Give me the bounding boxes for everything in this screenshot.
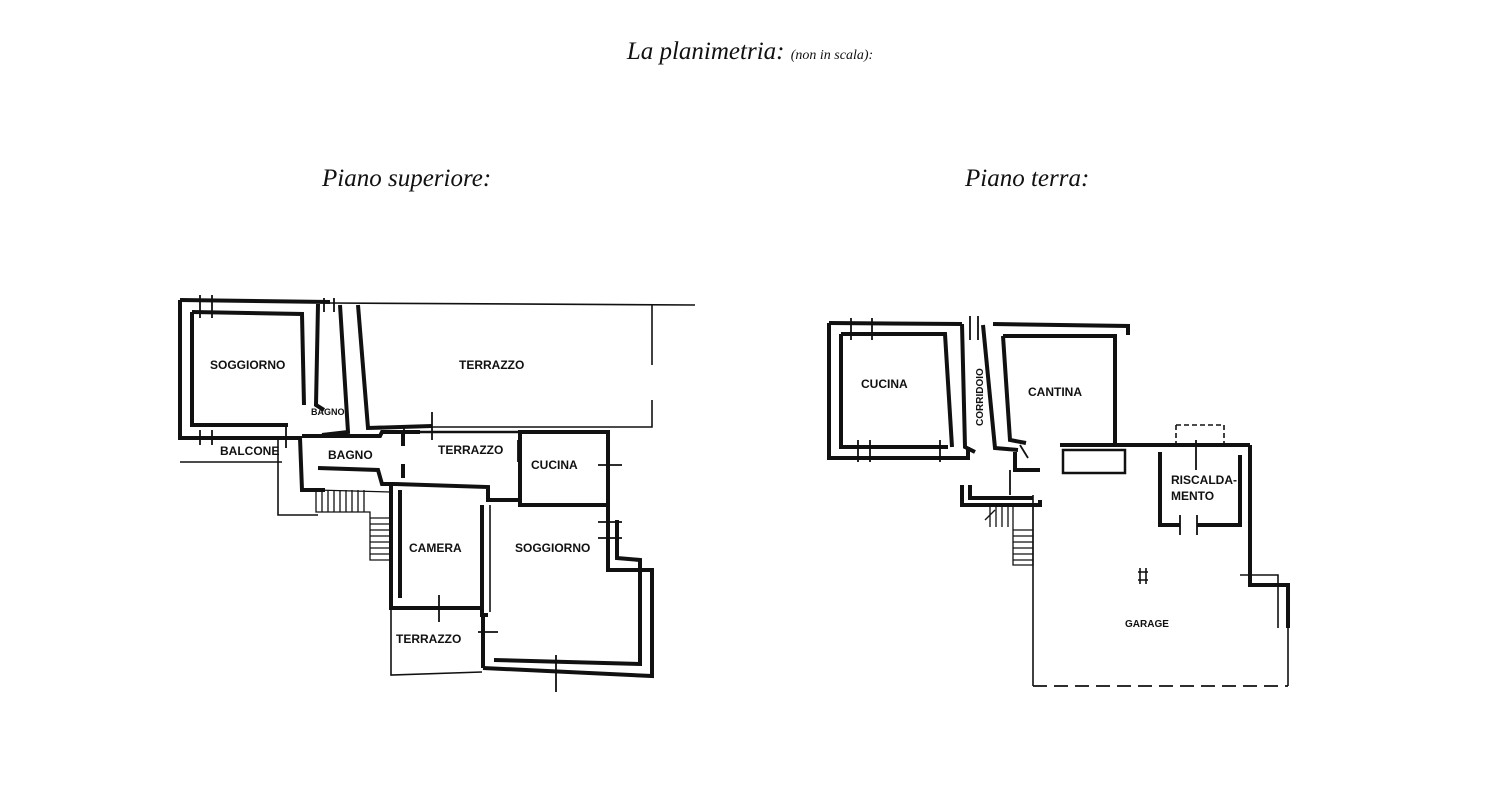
riscaldamento-right — [1197, 455, 1242, 527]
ground-floor-plan: CUCINA CORRIDOIO CANTINA RISCALDA- MENTO… — [827, 316, 1290, 687]
bagno-bottom-wall — [317, 466, 395, 486]
soggiorno-right-inner — [493, 520, 642, 667]
cucina-top-wall — [828, 321, 963, 326]
soggiorno-inner-wall — [190, 312, 288, 427]
title-main: La planimetria: — [626, 38, 785, 65]
ground-top-wall — [992, 322, 1130, 335]
cucina-inner-left — [839, 334, 948, 449]
ground-floor-title: Piano terra: — [965, 165, 1090, 192]
room-label-bagno-small: BAGNO — [311, 407, 345, 417]
terrace-top-line — [329, 302, 696, 306]
upper-stairs — [315, 489, 391, 561]
room-label-terrazzo-mid: TERRAZZO — [438, 443, 503, 457]
soggiorno-right-wall — [191, 310, 306, 406]
room-label-cucina-ground: CUCINA — [861, 377, 908, 391]
cucina-inner-wall — [841, 332, 954, 448]
cantina-left — [1001, 335, 1027, 445]
garage-unit — [1061, 448, 1127, 475]
corridoio-left — [960, 323, 976, 454]
bagno-small-left — [313, 303, 326, 412]
terrace-bottom-line — [432, 400, 653, 428]
room-label-garage: GARAGE — [1125, 619, 1169, 630]
room-label-balcone: BALCONE — [220, 444, 279, 458]
balcone-side — [277, 438, 318, 516]
room-label-terrazzo-bottom: TERRAZZO — [396, 632, 461, 646]
upper-floor-plan: SOGGIORNO BAGNO TERRAZZO BALCONE BAGNO T… — [178, 295, 696, 692]
page-title: La planimetria: (non in scala): — [0, 38, 1500, 66]
upper-top-wall — [179, 298, 331, 304]
corridoio-right — [981, 324, 1019, 452]
ground-openings — [850, 316, 1198, 535]
corridoio-exit — [1013, 452, 1040, 472]
camera-top-wall — [394, 482, 518, 502]
room-label-soggiorno: SOGGIORNO — [210, 358, 285, 372]
garage-pillar — [1138, 568, 1148, 584]
room-label-bagno: BAGNO — [328, 448, 373, 462]
chimney-dashed — [1176, 424, 1225, 445]
terrazzo-bottom-lines — [390, 608, 483, 676]
room-label-riscaldamento-2: MENTO — [1171, 489, 1214, 503]
terrace-left-wall — [356, 304, 433, 431]
room-label-camera: CAMERA — [409, 541, 462, 555]
soggiorno-left-wall — [178, 300, 295, 440]
room-label-corridoio: CORRIDOIO — [975, 368, 986, 426]
soggiorno-right-walls — [482, 505, 654, 679]
upper-floor-title: Piano superiore: — [322, 165, 492, 192]
cucina-outer-wall — [827, 323, 970, 460]
camera-right-wall — [480, 505, 488, 617]
room-label-cucina: CUCINA — [531, 458, 578, 472]
riscaldamento-left — [1158, 452, 1180, 527]
upper-openings — [199, 295, 622, 692]
cantina-walls — [1003, 334, 1117, 445]
ground-stairs — [960, 485, 1042, 566]
room-label-riscaldamento-1: RISCALDA- — [1171, 473, 1237, 487]
garage-right-inner — [1240, 574, 1279, 628]
title-subtitle: (non in scala): — [790, 48, 874, 63]
garage-right-wall — [1248, 445, 1290, 628]
room-label-terrazzo-top: TERRAZZO — [459, 358, 524, 372]
room-label-cantina: CANTINA — [1028, 385, 1082, 399]
bagno-left-wall — [288, 436, 325, 492]
room-label-soggiorno-right: SOGGIORNO — [515, 541, 590, 555]
